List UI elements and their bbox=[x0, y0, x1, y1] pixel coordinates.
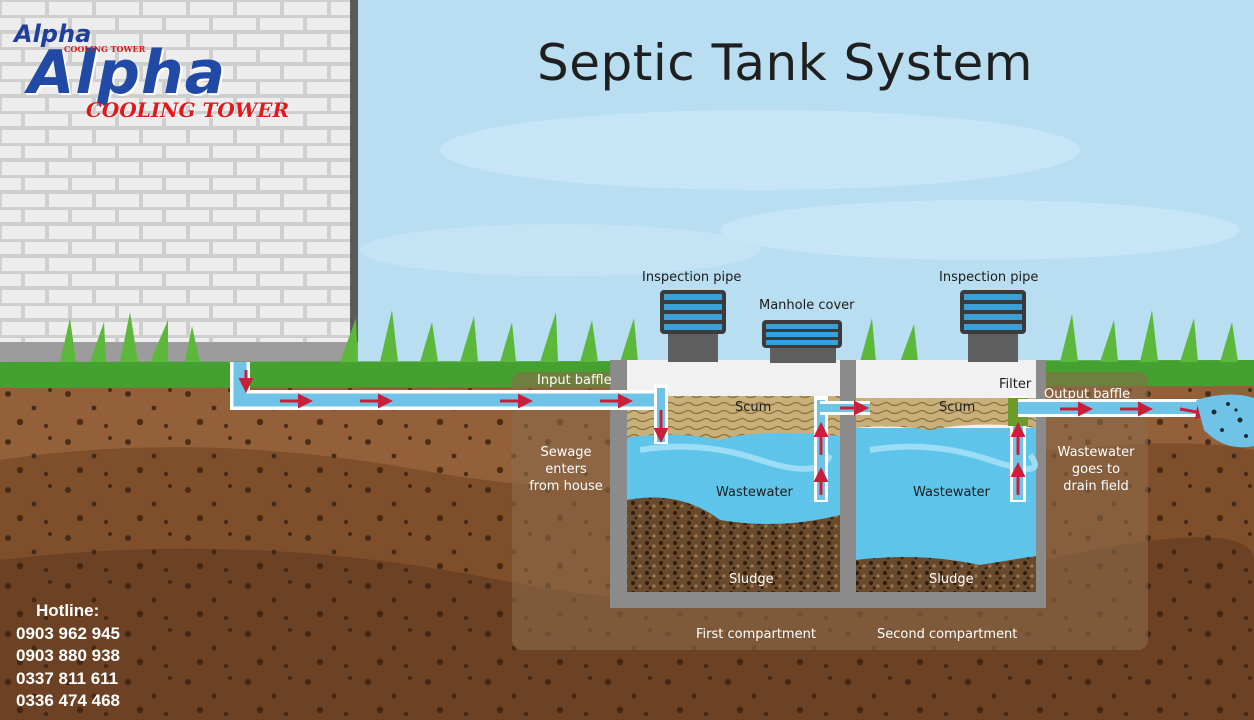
label-inspection-pipe-right: Inspection pipe bbox=[939, 270, 1039, 285]
scum-second bbox=[856, 398, 1036, 430]
brand-tagline: COOLING TOWER bbox=[86, 98, 290, 122]
label-second-compartment: Second compartment bbox=[877, 627, 1018, 642]
hotline-number-3: 0337 811 611 bbox=[16, 668, 119, 688]
label-scum-left: Scum bbox=[735, 400, 772, 415]
label-sludge-right: Sludge bbox=[929, 572, 974, 587]
brick-wall bbox=[0, 0, 354, 342]
sludge-second bbox=[856, 556, 1036, 592]
label-wastewater-right: Wastewater bbox=[913, 485, 990, 500]
brand-logo-small: Alpha bbox=[14, 20, 92, 48]
label-manhole-cover: Manhole cover bbox=[759, 298, 855, 313]
label-wastewater-left: Wastewater bbox=[716, 485, 793, 500]
hotline-number-4: 0336 474 468 bbox=[16, 691, 120, 710]
label-drain-line-1: Wastewater bbox=[1057, 445, 1135, 460]
label-scum-right: Scum bbox=[939, 400, 976, 415]
label-sludge-left: Sludge bbox=[729, 572, 774, 587]
brand-logo: Alpha bbox=[28, 38, 227, 108]
label-sewage-enters: Sewage enters from house bbox=[522, 444, 610, 495]
sludge-first bbox=[627, 497, 840, 592]
hotline-block: Hotline: 0903 962 945 0903 880 938 0337 … bbox=[16, 600, 120, 713]
label-inspection-pipe-left: Inspection pipe bbox=[642, 270, 742, 285]
label-sewage-line-1: Sewage bbox=[540, 445, 592, 460]
scum-first bbox=[627, 396, 840, 440]
inspection-pipe-left-shape bbox=[660, 290, 726, 362]
label-first-compartment: First compartment bbox=[696, 627, 816, 642]
water-second bbox=[856, 428, 1036, 592]
hotline-number-1: 0903 962 945 bbox=[16, 623, 120, 643]
diagram-title: Septic Tank System bbox=[537, 34, 1034, 92]
manhole-cover-shape bbox=[762, 320, 842, 363]
label-sewage-line-3: from house bbox=[529, 479, 603, 494]
hotline-label: Hotline: bbox=[36, 601, 100, 620]
label-sewage-line-2: enters bbox=[545, 462, 587, 477]
grass-blades bbox=[60, 310, 1238, 362]
label-filter: Filter bbox=[999, 377, 1032, 392]
inspection-pipe-right-shape bbox=[960, 290, 1026, 362]
label-drain-field: Wastewater goes to drain field bbox=[1052, 444, 1140, 495]
label-drain-line-3: drain field bbox=[1063, 479, 1129, 494]
wall-foundation bbox=[0, 342, 358, 362]
brand-logo-small-sub: COOLING TOWER bbox=[64, 44, 146, 54]
hotline-number-2: 0903 880 938 bbox=[16, 646, 120, 665]
label-input-baffle: Input baffle bbox=[537, 373, 612, 388]
label-drain-line-2: goes to bbox=[1071, 462, 1121, 477]
label-output-baffle: Output baffle bbox=[1044, 387, 1131, 402]
drain-field bbox=[1196, 394, 1254, 448]
